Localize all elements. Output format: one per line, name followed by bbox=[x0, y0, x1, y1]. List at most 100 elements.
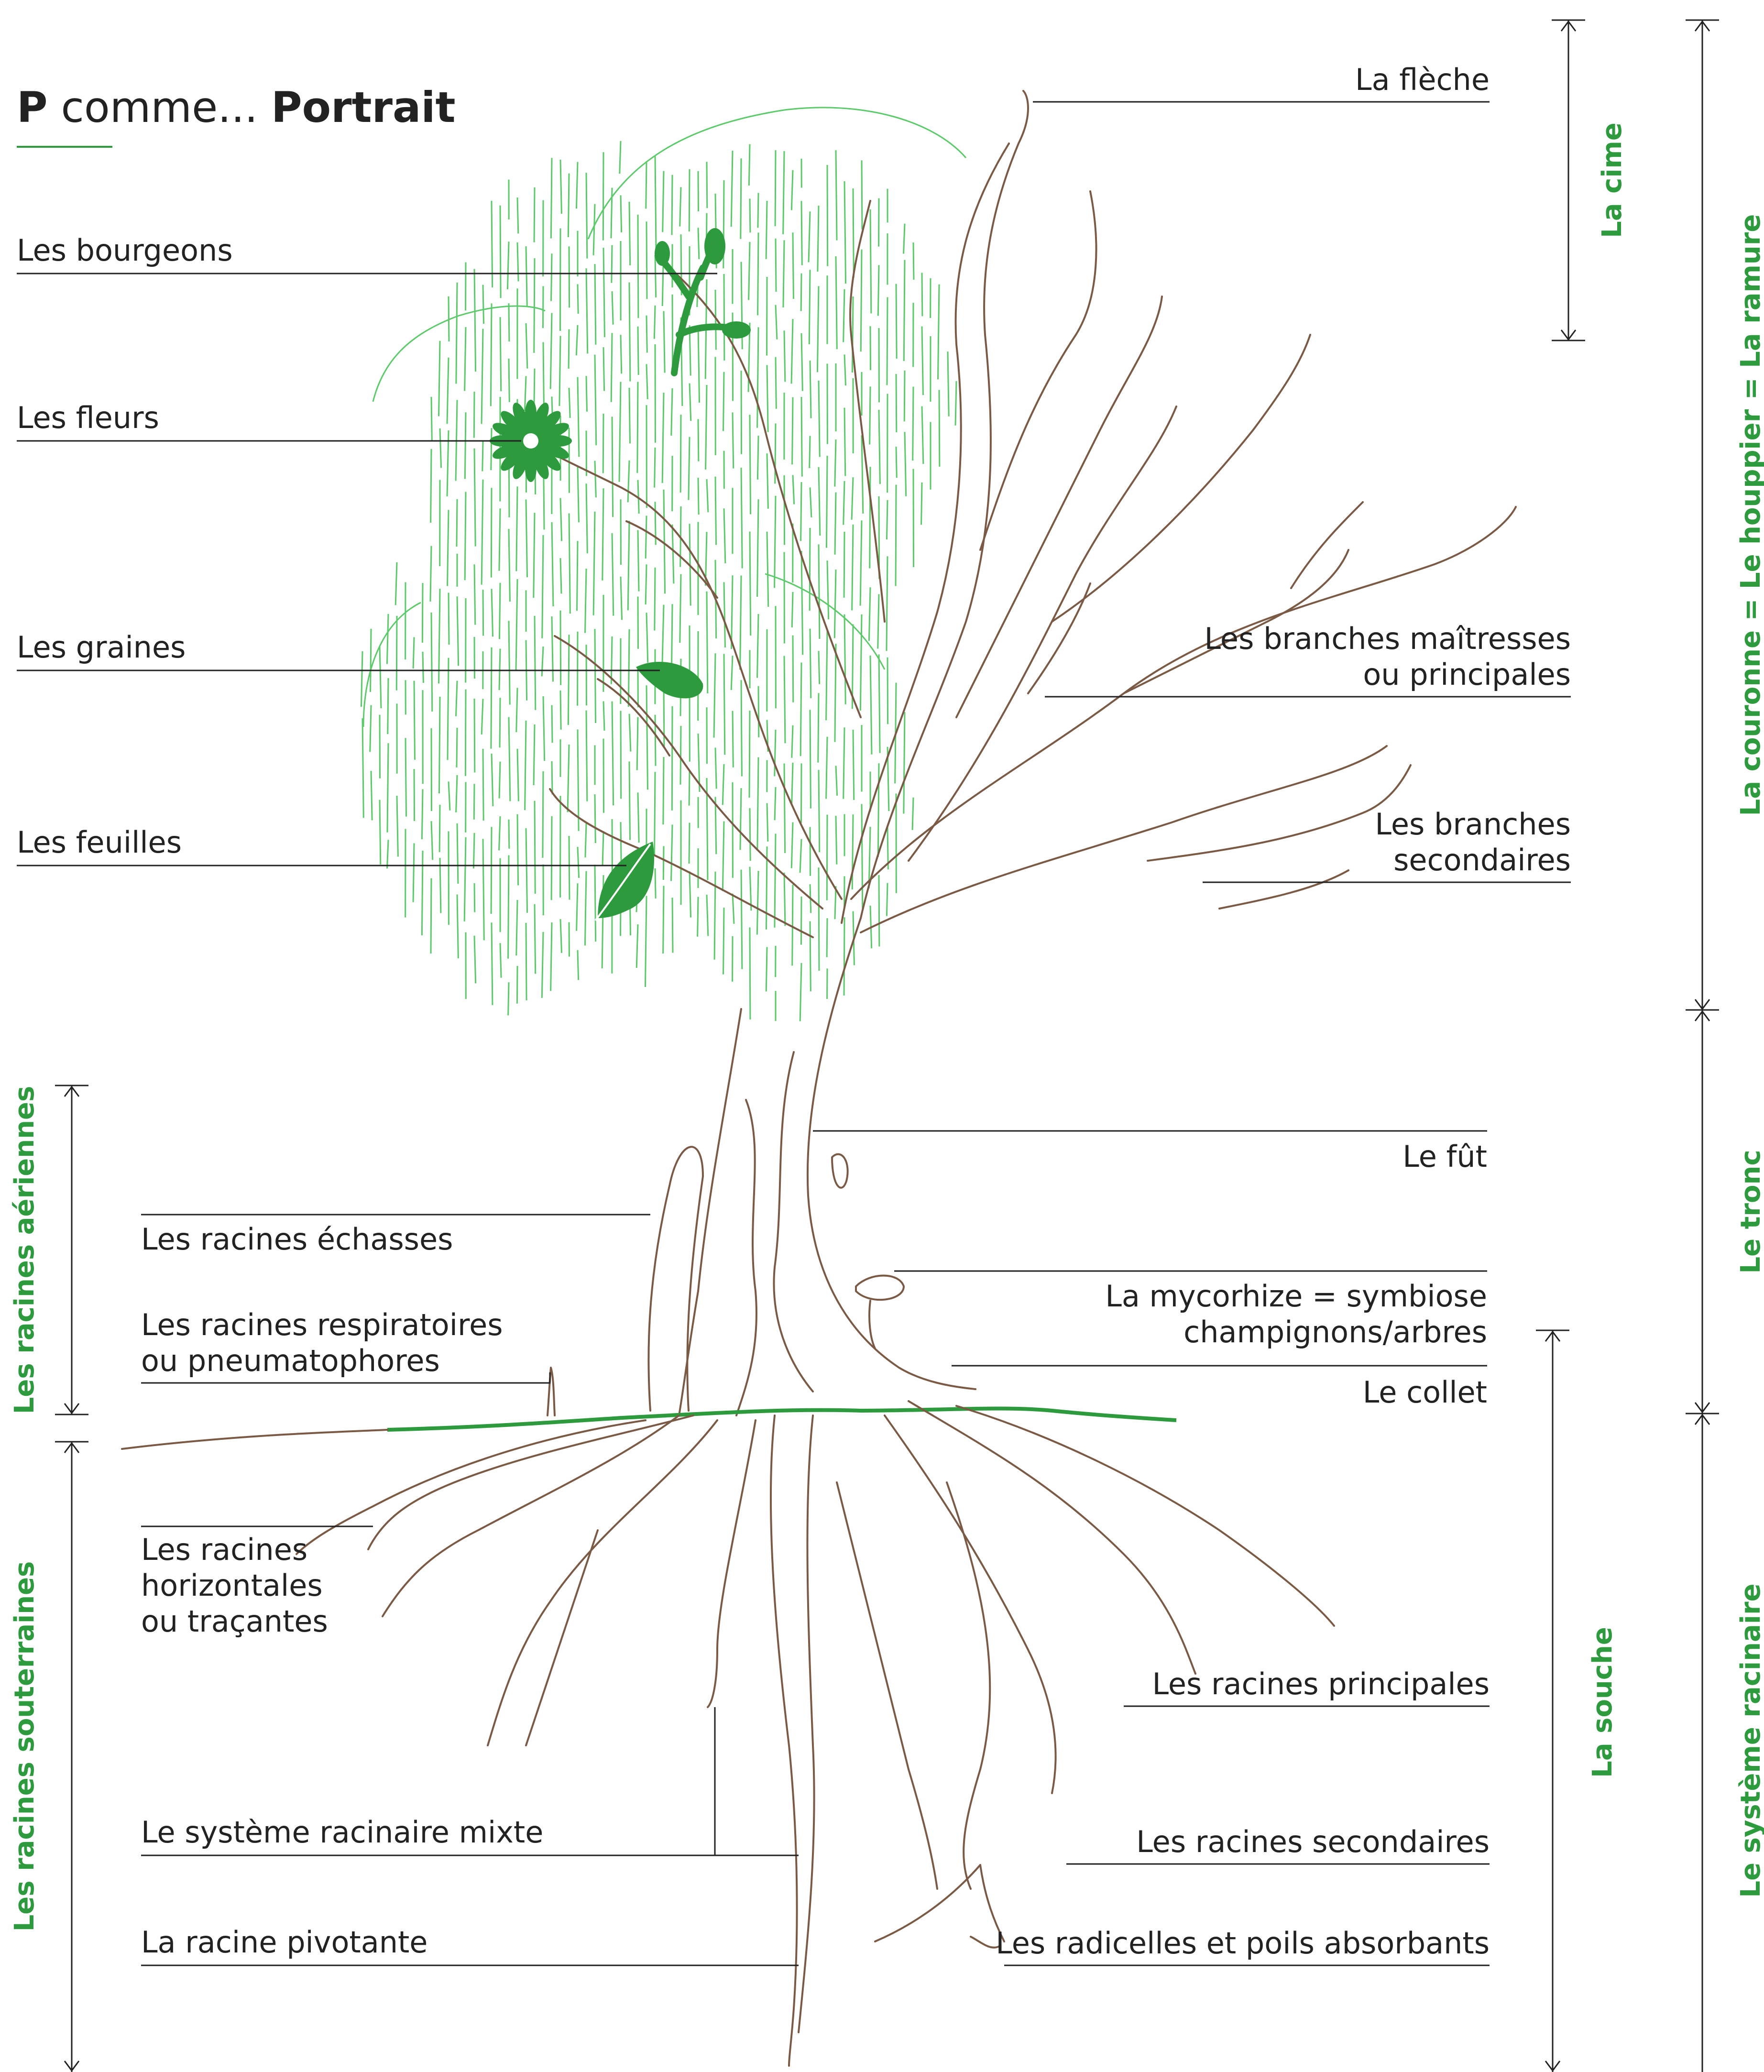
root-main-left-3 bbox=[367, 1414, 694, 1550]
branch-secondary-right-2 bbox=[1027, 582, 1091, 694]
foliage-stroke bbox=[525, 323, 528, 369]
ground-line bbox=[387, 1406, 1177, 1432]
foliage-stroke bbox=[706, 479, 709, 513]
foliage-stroke bbox=[568, 513, 571, 614]
foliage-stroke bbox=[954, 381, 957, 426]
foliage-stroke bbox=[473, 448, 476, 547]
foliage-stroke bbox=[877, 763, 880, 857]
foliage-stroke bbox=[818, 467, 821, 536]
foliage-stroke bbox=[844, 407, 846, 476]
label-maitresses-1: Les branches maîtresses bbox=[1204, 621, 1571, 656]
foliage-stroke bbox=[421, 789, 424, 840]
foliage-stroke bbox=[549, 313, 553, 389]
foliage-stroke bbox=[421, 850, 424, 936]
foliage-stroke bbox=[533, 513, 536, 598]
label-respiratoires-1: Les racines respiratoires bbox=[141, 1307, 503, 1342]
foliage-stroke bbox=[584, 569, 587, 633]
foliage-stroke bbox=[714, 476, 717, 545]
foliage-stroke bbox=[800, 662, 802, 756]
foliage-stroke bbox=[774, 423, 777, 484]
foliage-stroke bbox=[800, 396, 803, 477]
bracket-tronc bbox=[1686, 1010, 1719, 1414]
foliage-stroke bbox=[766, 531, 769, 607]
foliage-stroke bbox=[412, 843, 415, 902]
label-mycorhize-1: La mycorhize = symbiose bbox=[1105, 1279, 1487, 1314]
foliage-stroke bbox=[775, 305, 778, 340]
foliage-stroke bbox=[748, 144, 751, 186]
foliage-stroke bbox=[662, 757, 665, 825]
foliage-stroke bbox=[800, 551, 804, 655]
foliage-stroke bbox=[559, 498, 563, 541]
foliage-stroke bbox=[473, 269, 477, 372]
foliage-stroke bbox=[937, 284, 940, 380]
foliage-stroke bbox=[611, 417, 614, 517]
foliage-stroke bbox=[636, 717, 639, 770]
root-main-right-3 bbox=[955, 1405, 1335, 1627]
foliage-stroke bbox=[799, 839, 802, 873]
foliage-stroke bbox=[654, 156, 657, 250]
flower-icon bbox=[490, 400, 572, 482]
foliage-stroke bbox=[508, 717, 511, 801]
foliage-stroke bbox=[498, 648, 501, 691]
foliage-stroke bbox=[576, 541, 579, 611]
foliage-stroke bbox=[533, 258, 536, 353]
foliage-stroke bbox=[817, 693, 820, 763]
foliage-stroke bbox=[765, 947, 768, 992]
foliage-stroke bbox=[774, 150, 777, 227]
foliage-stroke bbox=[774, 787, 777, 821]
foliage-stroke bbox=[490, 827, 493, 914]
tree-drawing bbox=[121, 90, 1517, 2067]
foliage-stroke bbox=[800, 333, 803, 391]
foliage-stroke bbox=[825, 456, 828, 548]
foliage-stroke bbox=[456, 823, 459, 884]
branch-main-right-3 bbox=[908, 406, 1177, 862]
foliage-stroke bbox=[473, 564, 476, 625]
foliage-stroke bbox=[740, 468, 743, 569]
foliage-stroke bbox=[869, 655, 873, 755]
foliage-stroke bbox=[516, 242, 519, 282]
foliage-stroke bbox=[628, 761, 631, 840]
branch-main-right-6 bbox=[979, 190, 1097, 551]
foliage-stroke bbox=[585, 483, 588, 554]
foliage-stroke bbox=[594, 865, 597, 942]
root-secondary-right bbox=[946, 1481, 991, 1890]
foliage-stroke bbox=[610, 636, 613, 684]
foliage-stroke bbox=[920, 482, 923, 525]
foliage-stroke bbox=[654, 502, 657, 545]
foliage-stroke bbox=[903, 370, 906, 422]
foliage-stroke bbox=[671, 524, 675, 584]
foliage-stroke bbox=[835, 256, 838, 350]
root-main-left-1 bbox=[382, 1414, 680, 1617]
foliage-stroke bbox=[756, 871, 759, 935]
foliage-stroke bbox=[679, 574, 682, 643]
foliage-stroke bbox=[576, 883, 579, 931]
foliage-contour bbox=[362, 602, 421, 727]
foliage-stroke bbox=[766, 453, 769, 509]
foliage-stroke bbox=[594, 629, 597, 724]
foliage-stroke bbox=[464, 492, 467, 581]
foliage-stroke bbox=[654, 714, 657, 766]
foliage-stroke bbox=[756, 327, 759, 428]
root-main-right-2 bbox=[884, 1414, 1057, 1794]
foliage-stroke bbox=[688, 169, 690, 232]
foliage-stroke bbox=[499, 943, 502, 978]
foliage-stroke bbox=[386, 840, 389, 869]
label-radicelles: Les radicelles et poils absorbants bbox=[996, 1926, 1490, 1961]
foliage-stroke bbox=[575, 162, 579, 209]
foliage-stroke bbox=[585, 376, 588, 412]
foliage-stroke bbox=[635, 924, 639, 968]
foliage-stroke bbox=[732, 412, 734, 469]
label-pivotante: La racine pivotante bbox=[141, 1925, 427, 1960]
foliage-stroke bbox=[542, 342, 545, 407]
foliage-stroke bbox=[800, 201, 803, 265]
foliage-stroke bbox=[714, 797, 717, 855]
foliage-stroke bbox=[637, 530, 640, 592]
dimension-brackets bbox=[55, 19, 1719, 2072]
foliage-stroke bbox=[421, 583, 424, 643]
foliage-stroke bbox=[438, 589, 441, 684]
foliage-stroke bbox=[653, 305, 656, 339]
foliage-stroke bbox=[877, 594, 880, 649]
foliage-stroke bbox=[577, 950, 580, 980]
root-pivot bbox=[769, 1414, 798, 2067]
foliage-stroke bbox=[550, 816, 553, 900]
